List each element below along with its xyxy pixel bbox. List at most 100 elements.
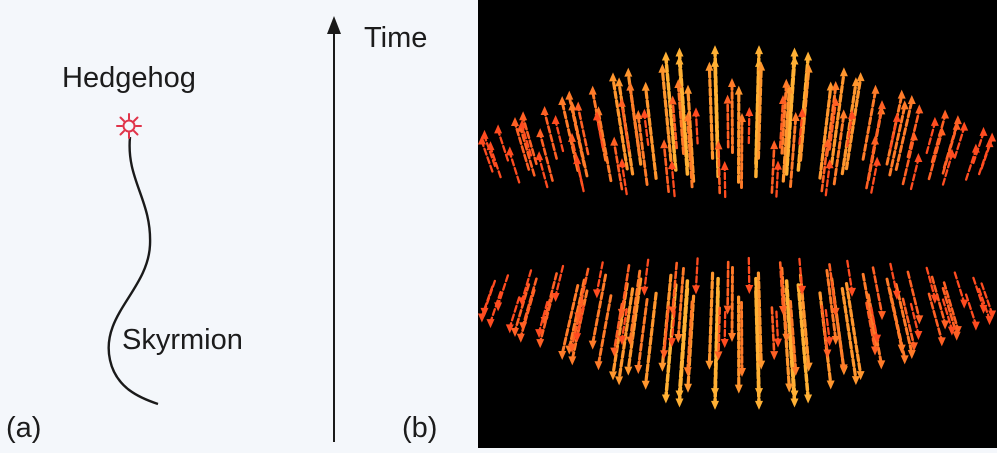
spin-arrowhead: [877, 360, 885, 369]
spin-arrow: [696, 258, 698, 288]
spin-arrowhead: [721, 339, 729, 348]
spin-arrowhead: [908, 95, 916, 104]
spin-arrowhead: [536, 339, 544, 348]
spin-arrowhead: [589, 341, 597, 350]
hedgehog-label: Hedgehog: [62, 64, 196, 93]
spin-arrow: [728, 101, 729, 148]
spin-arrowhead: [536, 128, 544, 137]
spin-arrowhead: [634, 365, 642, 374]
spin-arrow: [577, 161, 584, 191]
spin-arrow: [927, 123, 935, 153]
spin-arrow: [498, 130, 508, 160]
spin-arrowhead: [755, 45, 763, 54]
spin-arrowhead: [791, 399, 799, 408]
spin-arrow: [966, 150, 976, 180]
spin-arrowhead: [941, 110, 949, 119]
spin-arrowhead: [782, 79, 790, 88]
spin-arrowhead: [745, 107, 753, 116]
spin-arrowhead: [660, 350, 668, 359]
spin-arrowhead: [615, 376, 623, 385]
spin-texture-panel: [478, 0, 997, 448]
spin-arrowhead: [873, 157, 881, 166]
spin-arrow: [664, 145, 669, 192]
spin-arrowhead: [721, 161, 729, 170]
spin-arrow: [491, 147, 501, 177]
spin-arrowhead: [901, 355, 909, 364]
spin-arrow: [911, 159, 918, 189]
spin-arrowhead: [915, 104, 923, 113]
spin-arrowhead: [517, 334, 525, 343]
spin-arrowhead: [511, 117, 519, 126]
spin-arrow: [485, 281, 495, 311]
spin-arrowhead: [735, 86, 743, 95]
spin-arrowhead: [609, 72, 617, 81]
spin-arrow: [709, 68, 712, 159]
spin-arrow: [556, 121, 563, 151]
spin-arrowhead: [519, 322, 527, 331]
spin-arrowhead: [728, 333, 736, 342]
spin-arrow: [749, 113, 750, 143]
spin-arrow: [776, 312, 778, 342]
spin-arrowhead: [676, 391, 684, 400]
spin-arrowhead: [711, 401, 719, 410]
panel-a-label: (a): [6, 414, 41, 443]
spin-arrow: [644, 260, 648, 290]
spin-arrowhead: [745, 285, 753, 294]
spin-arrowhead: [898, 90, 906, 99]
spin-arrow: [966, 295, 976, 325]
spin-arrowhead: [541, 106, 549, 115]
spin-arrowhead: [770, 351, 778, 360]
spin-arrowhead: [960, 300, 968, 309]
spin-arrow: [903, 137, 914, 184]
spin-arrowhead: [755, 388, 763, 397]
spin-arrowhead: [878, 100, 886, 109]
spin-arrowhead: [711, 45, 719, 54]
spin-arrowhead: [774, 161, 782, 170]
spin-arrowhead: [593, 289, 601, 298]
spin-arrowhead: [589, 86, 597, 95]
spin-arrowhead: [941, 321, 949, 330]
spin-arrowhead: [938, 337, 946, 346]
spin-arrow: [873, 268, 882, 315]
spin-arrowhead: [980, 127, 988, 136]
spin-arrow: [772, 146, 774, 193]
spin-arrow: [979, 144, 989, 174]
spin-arrowhead: [804, 395, 812, 404]
spin-arrowhead: [852, 376, 860, 385]
spin-arrowhead: [618, 98, 626, 107]
spin-arrow: [742, 303, 743, 372]
spin-arrowhead: [487, 319, 495, 328]
spin-arrowhead: [755, 401, 763, 410]
spin-arrowhead: [658, 363, 666, 372]
skyrmion-label: Skyrmion: [122, 326, 243, 355]
spin-arrow: [873, 106, 882, 153]
spin-arrowhead: [558, 96, 566, 105]
spin-arrow: [826, 165, 830, 195]
spin-arrowhead: [662, 395, 670, 404]
spin-arrowhead: [684, 384, 692, 393]
spin-arrow: [719, 146, 720, 193]
spin-arrowhead: [774, 339, 782, 348]
spin-arrowhead: [938, 126, 946, 135]
spin-arrowhead: [642, 82, 650, 91]
spin-arrowhead: [791, 48, 799, 57]
spin-arrowhead: [960, 122, 968, 131]
spin-arrowhead: [565, 91, 573, 100]
spin-arrow: [725, 312, 726, 342]
spin-arrow: [772, 308, 774, 355]
spin-arrowhead: [519, 111, 527, 120]
spin-arrowhead: [910, 131, 918, 140]
spin-arrowhead: [823, 350, 831, 359]
spin-arrowhead: [595, 361, 603, 370]
spin-arrow: [638, 300, 647, 369]
spin-arrowhead: [914, 331, 922, 340]
spin-arrow: [732, 268, 733, 337]
spin-arrowhead: [615, 77, 623, 86]
spin-arrow: [599, 112, 611, 181]
spin-arrowhead: [506, 146, 514, 155]
spin-arrowhead: [692, 285, 700, 294]
spin-arrowhead: [770, 140, 778, 149]
spin-arrow: [776, 167, 778, 197]
spin-arrowhead: [610, 137, 618, 146]
